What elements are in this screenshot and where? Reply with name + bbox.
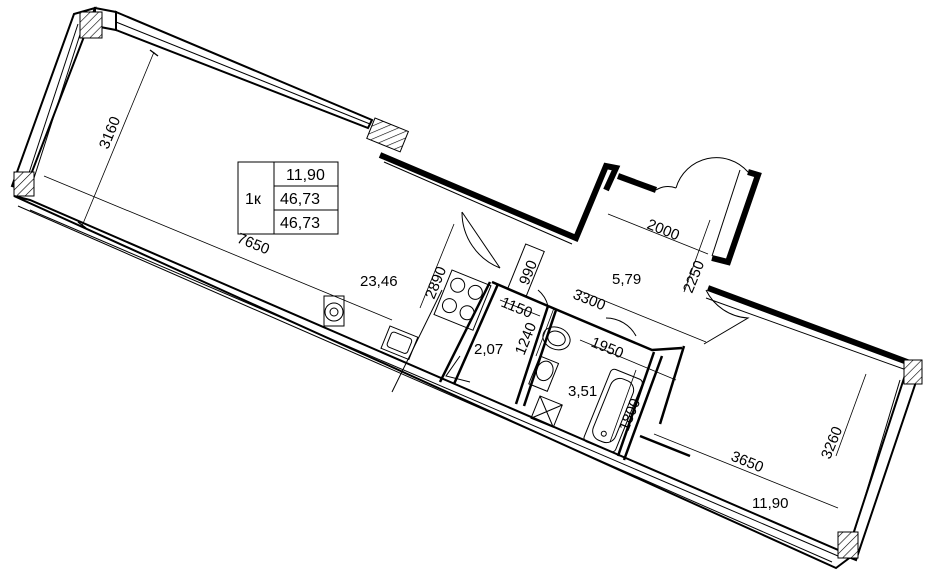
right-window-wall [844,364,922,562]
room-type-label: 1к [245,191,262,208]
wc-door-swing [537,289,549,307]
wc-top-wall [491,280,549,308]
living-upper-wall [378,152,621,242]
bottom-column [837,531,859,559]
fixtures [323,269,643,453]
stove-burner-icon [450,277,466,293]
dim-hall-depth: 2250 [680,258,708,295]
dim-kitchen-depth: 2890 [422,264,450,301]
interior-walls [438,243,691,461]
sink-icon [542,326,571,351]
bedroom-left-wall [658,345,686,425]
living-door-swing [461,211,501,269]
left-column [13,171,35,197]
bath-right-wall [622,355,664,461]
bedroom-top-wall [706,285,920,369]
dimension-lines [43,49,867,509]
dim-living-width: 3160 [96,114,124,151]
top-column [79,11,103,39]
dim-bath-width: 1950 [589,334,626,362]
dim-niche: 990 [516,258,541,288]
dim-bedroom-length: 3650 [729,448,766,476]
bath-top-wall [547,304,683,352]
living-room-area: 23,46 [360,273,398,290]
area-summary-table: 1к 11,90 46,73 46,73 [237,161,339,235]
hallway-area: 5,79 [612,271,641,288]
vent-shaft [366,117,410,153]
bath-door-swing [605,317,637,337]
bedroom-area: 11,90 [752,495,788,512]
total-area-value: 46,73 [280,191,320,208]
doors [461,157,750,345]
gas-meter-icon [324,302,344,322]
total-area-balcony-value: 46,73 [280,215,320,232]
bedroom-door-swing [703,289,750,345]
living-top-wall [115,10,374,130]
outer-walls [10,6,923,570]
dim-hall-length: 3300 [571,286,608,314]
bath-left-wall [514,305,550,405]
kitchen-counter [433,269,492,331]
entrance-door-swing [675,157,749,189]
bathroom-area: 3,51 [568,383,597,400]
wc-partition [438,281,492,383]
dim-hall-width: 2000 [645,216,682,244]
right-column [903,359,923,385]
bottom-exterior-wall [13,195,854,570]
dim-bedroom-width: 3260 [818,424,846,461]
living-area-value: 11,90 [286,167,325,184]
wc-area: 2,07 [474,341,503,358]
toilet-icon [528,355,560,392]
shower-icon [530,395,563,428]
hall-top-wall [616,173,658,193]
bathtub-icon [583,368,643,453]
room-area-labels: 23,46 5,79 2,07 3,51 11,90 [360,271,788,512]
entrance-right-wall [711,169,762,266]
